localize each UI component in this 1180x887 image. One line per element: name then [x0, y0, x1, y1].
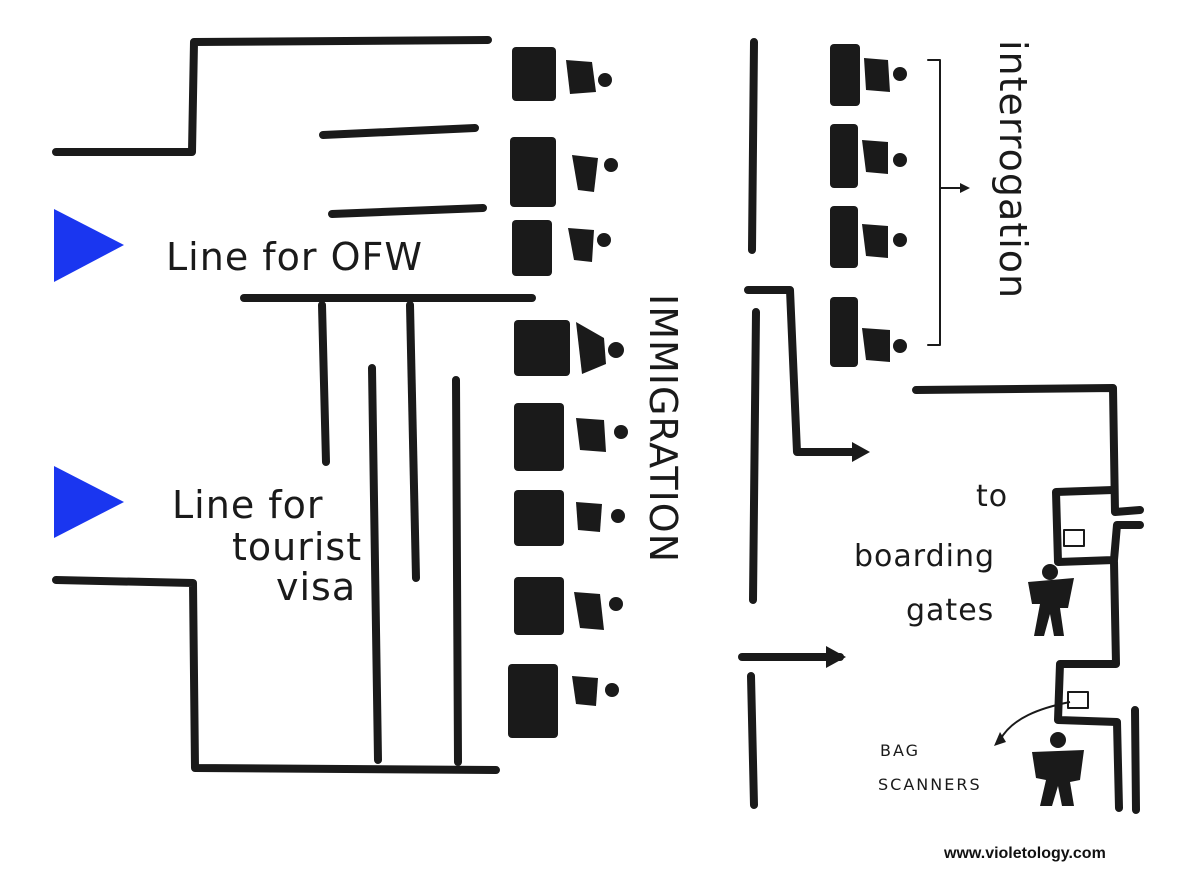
- officer-7: [574, 592, 623, 630]
- interrogation-bracket: [927, 59, 941, 346]
- interrogation-desk-2: [830, 124, 858, 188]
- officer-3: [568, 228, 611, 262]
- interrogation-officer-3: [862, 224, 907, 258]
- entry-arrow-tourist: [54, 466, 124, 538]
- boarding-label-1: to: [976, 479, 1008, 514]
- interrogation-arrow-head: [960, 183, 970, 193]
- immigration-officers: [566, 60, 628, 706]
- center-wall-upper: [748, 38, 758, 254]
- scanner-box-2: [1067, 691, 1089, 709]
- ofw-line-label: Line for OFW: [166, 235, 423, 279]
- officer-8: [572, 676, 619, 706]
- interrogation-label: interrogation: [991, 40, 1035, 299]
- ofw-desks: [510, 47, 556, 276]
- desk-8: [508, 664, 558, 738]
- ofw-divider-2: [328, 204, 487, 218]
- interrogation-desk-1: [830, 44, 860, 106]
- immigration-label: IMMIGRATION: [641, 294, 685, 563]
- watermark: www.violetology.com: [943, 845, 1106, 862]
- walls: [52, 36, 1144, 814]
- wall-bottom-left: [52, 576, 500, 774]
- desk-3: [512, 220, 552, 276]
- interrogation-officer-4: [862, 328, 907, 362]
- desk-4: [514, 320, 570, 376]
- interrogation-desk-3: [830, 206, 858, 268]
- tourist-line-label-2: tourist: [232, 525, 362, 569]
- guard-bag-scanners: [1032, 732, 1084, 806]
- tourist-line-label-3: visa: [276, 565, 356, 609]
- officer-5: [576, 418, 628, 452]
- wall-right-building: [912, 384, 1144, 516]
- queue-pole-3: [368, 364, 382, 764]
- scanner-box-1: [1063, 529, 1085, 547]
- desk-6: [514, 490, 564, 546]
- wall-top-left: [52, 36, 492, 156]
- officer-2: [572, 155, 618, 192]
- security-guards: [1028, 564, 1084, 806]
- officer-1: [566, 60, 612, 94]
- interrogation-officers: [862, 58, 907, 362]
- officer-4: [576, 322, 624, 374]
- center-wall-middle: [749, 308, 760, 604]
- tourist-desks: [508, 320, 570, 738]
- arrow-head-l-shape: [852, 442, 870, 462]
- bag-label-2: SCANNERS: [878, 775, 982, 794]
- arrow-head-to-gates: [826, 646, 846, 668]
- interrogation-officer-2: [862, 140, 907, 174]
- queue-pole-4: [452, 376, 462, 766]
- interrogation-desk-4: [830, 297, 858, 367]
- tourist-line-label-1: Line for: [172, 483, 324, 527]
- center-wall-lower: [747, 672, 758, 809]
- bag-scanner-arrow: [999, 701, 1071, 741]
- interrogation-desks: [830, 44, 860, 367]
- queue-pole-1: [318, 301, 330, 466]
- guard-boarding-gates: [1028, 564, 1074, 636]
- desk-1: [512, 47, 556, 101]
- wall-l-shape: [744, 286, 862, 456]
- wall-right-alcove-2: [1054, 558, 1123, 812]
- officer-6: [576, 502, 625, 532]
- boarding-label-2: boarding: [854, 539, 995, 574]
- boarding-label-3: gates: [906, 593, 994, 628]
- entry-arrow-ofw: [54, 209, 124, 282]
- desk-7: [514, 577, 564, 635]
- interrogation-officer-1: [864, 58, 907, 92]
- ofw-divider-1: [319, 124, 479, 139]
- bag-scanner-arrow-head: [994, 732, 1006, 746]
- desk-2: [510, 137, 556, 207]
- bag-label-1: BAG: [880, 741, 920, 760]
- queue-pole-2: [406, 301, 420, 582]
- desk-5: [514, 403, 564, 471]
- wall-right-alcove-1: [1052, 486, 1144, 566]
- wall-right-edge: [1131, 706, 1140, 814]
